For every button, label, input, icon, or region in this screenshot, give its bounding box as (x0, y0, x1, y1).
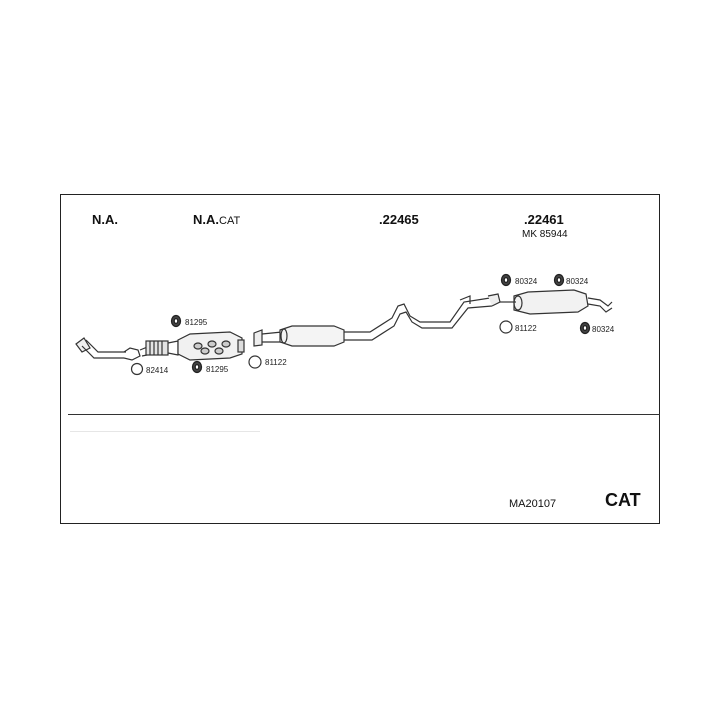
rear-silencer (500, 289, 613, 315)
intermediate-connector (253, 329, 283, 347)
rear-hanger (459, 293, 501, 307)
rubber-80324-c (579, 321, 591, 335)
part-80324-c: 80324 (592, 325, 615, 334)
diagram-frame (60, 194, 660, 524)
part-81122-mid: 81122 (265, 358, 287, 367)
rubber-80324-b (553, 273, 565, 287)
ring-81122-mid (248, 355, 262, 369)
ring-82414 (130, 362, 144, 376)
header-part-rear: .22461 (524, 212, 564, 227)
rubber-81295-bottom (191, 360, 203, 374)
catalytic-converter (177, 331, 245, 361)
part-81122-rear: 81122 (515, 324, 537, 333)
header-na-cat-sub: CAT (219, 215, 241, 227)
part-81295-bottom: 81295 (206, 365, 229, 374)
header-part-middle: .22465 (379, 212, 419, 227)
middle-silencer (279, 325, 345, 347)
diagram-code: MA20107 (509, 498, 557, 510)
ring-81122-rear (499, 320, 513, 334)
part-82414: 82414 (146, 366, 169, 375)
part-80324-b: 80324 (566, 277, 589, 286)
mid-pipe (344, 297, 493, 341)
rubber-81295-top (170, 314, 182, 328)
header-na-cat: N.A.CAT (193, 212, 240, 227)
header-na-cat-main: N.A. (193, 212, 219, 227)
part-81295-top: 81295 (185, 318, 208, 327)
rubber-80324-a (500, 273, 512, 287)
header-na: N.A. (92, 212, 118, 227)
flex-section (145, 340, 179, 356)
faint-line (70, 431, 260, 432)
part-80324-a: 80324 (515, 277, 538, 286)
system-type: CAT (605, 490, 641, 510)
divider-line (68, 414, 660, 415)
mk-label: MK 85944 (522, 229, 568, 240)
